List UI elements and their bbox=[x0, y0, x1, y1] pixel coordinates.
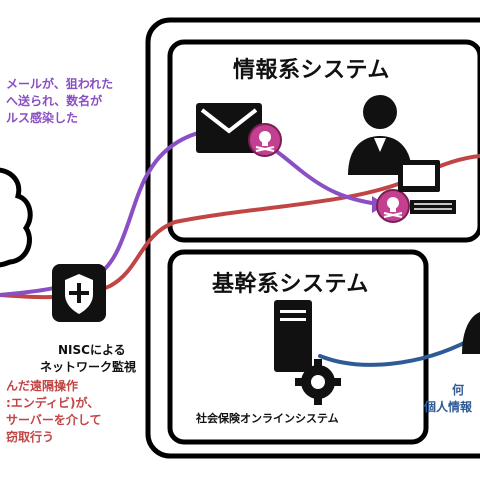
attack-annotation-line4: 窃取行う bbox=[6, 430, 55, 444]
cloud-icon bbox=[0, 167, 33, 268]
outer-frame bbox=[145, 17, 480, 459]
gear-icon bbox=[295, 359, 341, 405]
attack-annotation-line1: んだ遠隔操作 bbox=[6, 379, 79, 393]
info-system-title: 情報系システム bbox=[233, 58, 390, 83]
info-system-box bbox=[167, 39, 480, 243]
email-annotation-line1: メールが、狙われた bbox=[6, 77, 114, 91]
email-annotation-line3: ルス感染した bbox=[6, 111, 79, 125]
right-annotation-line2: 個人情報 bbox=[424, 400, 473, 414]
core-system-sub-label: 社会保険オンラインシステム bbox=[196, 412, 339, 425]
user-icon bbox=[462, 312, 480, 354]
skull-badge-icon bbox=[376, 189, 410, 223]
attack-annotation-line2: :エンディビ)が、 bbox=[6, 396, 100, 410]
nisc-label-line1: NISCによる bbox=[58, 343, 126, 357]
server-icon bbox=[274, 300, 312, 372]
shield-plus-icon bbox=[52, 264, 106, 322]
mail-icon bbox=[196, 103, 262, 153]
core-system-title: 基幹系システム bbox=[212, 272, 369, 297]
user-icon bbox=[348, 95, 412, 175]
skull-badge-icon bbox=[248, 123, 282, 157]
computer-icon bbox=[398, 160, 456, 214]
nisc-label-line2: ネットワーク監視 bbox=[40, 360, 137, 374]
core-system-box bbox=[167, 249, 429, 445]
right-annotation-line1: 何 bbox=[452, 383, 465, 397]
data-path-blue bbox=[318, 338, 472, 367]
attack-annotation-line3: サーバーを介して bbox=[6, 413, 102, 427]
email-annotation-line2: へ送られ、数名が bbox=[6, 94, 103, 108]
